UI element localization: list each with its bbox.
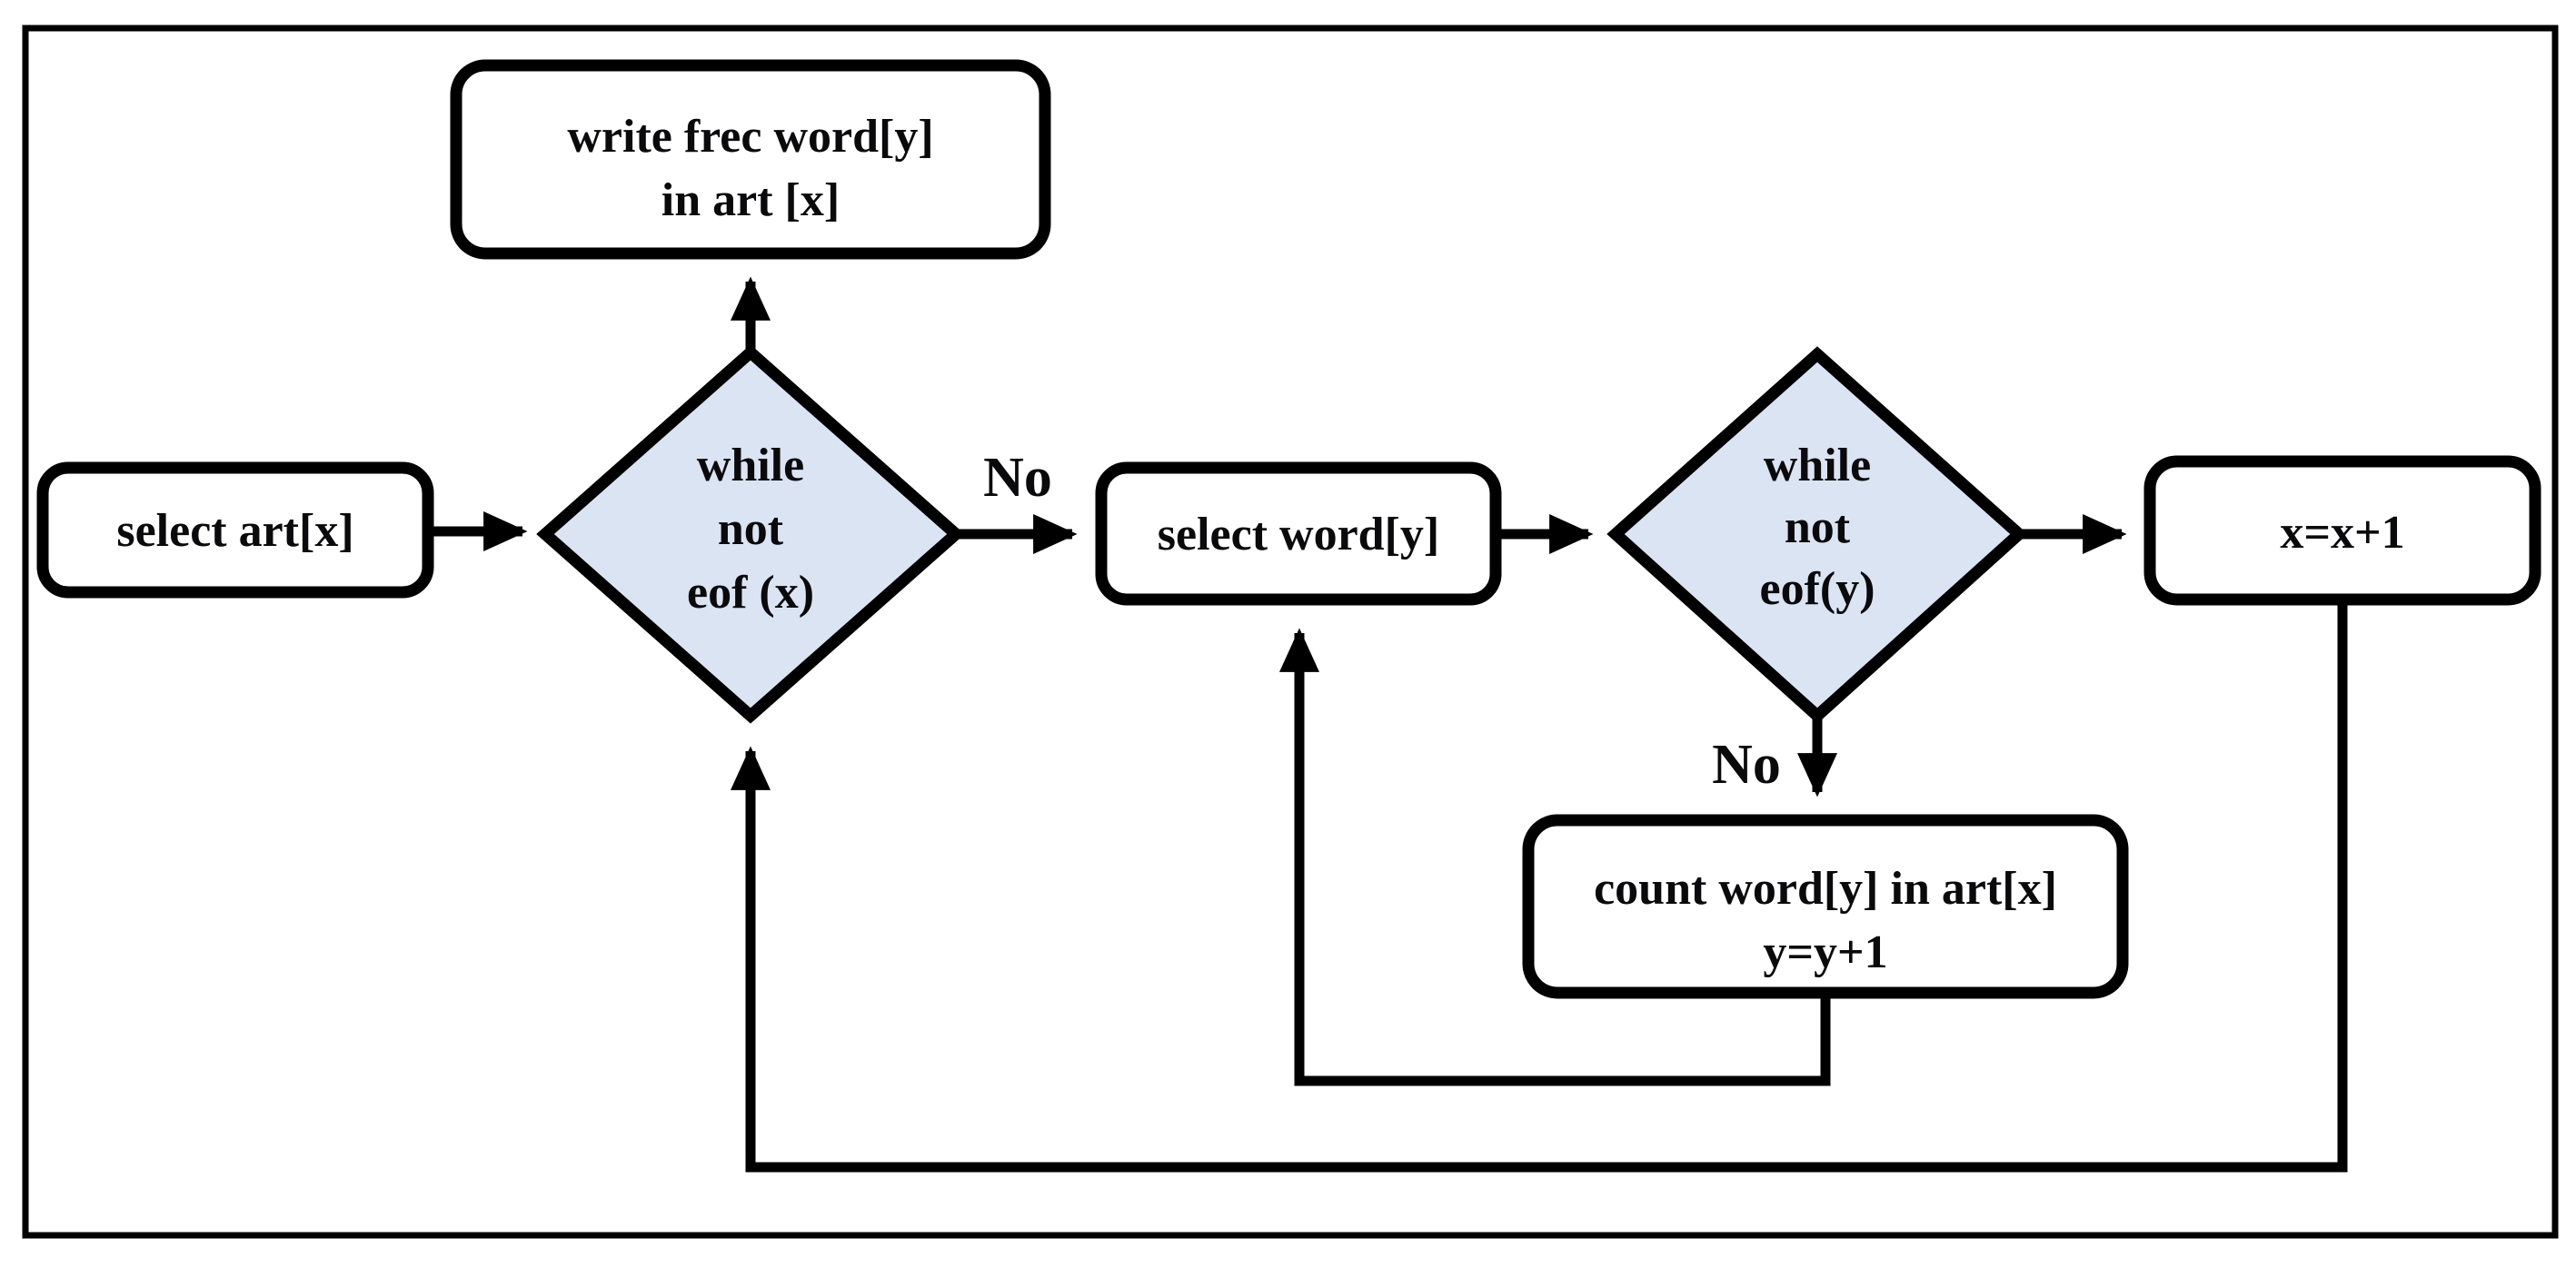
node-write-frec: write frec word[y] in art [x] <box>450 59 1051 260</box>
decision-eof-y-line2: not <box>1785 501 1851 553</box>
x-increment-label: x=x+1 <box>2280 507 2404 559</box>
edge-count-word-to-select-word <box>1279 628 1831 1086</box>
count-word-label-line1: count word[y] in art[x] <box>1594 863 2057 915</box>
count-word-label-line2: y=y+1 <box>1763 926 1887 978</box>
decision-eof-y-line1: while <box>1764 440 1871 491</box>
decision-eof-y-diamond <box>1606 346 2028 724</box>
write-frec-label-line1: write frec word[y] <box>567 111 933 163</box>
write-frec-label-line2: in art [x] <box>661 174 840 226</box>
edge-x-increment-to-eof-x <box>731 599 2348 1173</box>
node-while-not-eof-x: while not eof (x) <box>536 344 965 724</box>
edge-label-no-2: No <box>1712 734 1781 796</box>
decision-eof-x-line2: not <box>718 503 784 555</box>
select-word-box <box>1095 461 1502 606</box>
decision-eof-x-line1: while <box>697 440 804 491</box>
node-count-word: count word[y] in art[x] y=y+1 <box>1522 814 2129 999</box>
decision-eof-x-line3: eof (x) <box>687 567 814 619</box>
select-art-box <box>36 461 434 599</box>
select-word-label: select word[y] <box>1158 509 1439 560</box>
decision-eof-y-line3: eof(y) <box>1759 563 1875 615</box>
diagram-border <box>22 25 2559 1239</box>
select-art-label: select art[x] <box>116 505 353 557</box>
node-select-word: select word[y] <box>1095 461 1502 606</box>
node-select-art: select art[x] <box>36 461 434 599</box>
node-while-not-eof-y: while not eof(y) <box>1606 346 2028 724</box>
decision-eof-x-diamond <box>536 344 965 724</box>
x-increment-box <box>2143 455 2541 606</box>
write-frec-box <box>450 59 1051 260</box>
node-x-increment: x=x+1 <box>2143 455 2541 606</box>
edge-label-no-1: No <box>983 447 1052 509</box>
count-word-box <box>1522 814 2129 999</box>
